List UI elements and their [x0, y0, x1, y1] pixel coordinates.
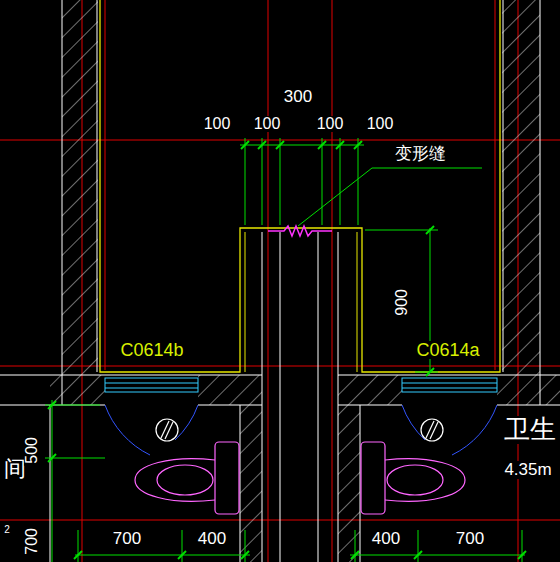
dimension-value: 700	[454, 530, 486, 548]
dimension-value: 100	[365, 116, 396, 133]
window-symbol	[105, 378, 497, 392]
floor-drain	[156, 419, 443, 441]
dimension-value: 100	[252, 116, 283, 133]
dimension-value: 500	[24, 435, 41, 466]
room-outline	[100, 0, 500, 372]
room-outline	[357, 232, 358, 372]
dimension-value: 100	[202, 116, 233, 133]
dimension-value: 700	[111, 530, 143, 548]
window-tag: C0614a	[414, 341, 481, 360]
room-outline	[245, 232, 246, 372]
callout-label: 变形缝	[393, 145, 448, 163]
dimension-value: 300	[282, 88, 314, 106]
dimension-value: 400	[196, 530, 228, 548]
dimension-ticks	[48, 141, 526, 559]
dimension-value: 400	[370, 530, 402, 548]
room-name: 卫生	[502, 416, 558, 443]
joint-symbol	[268, 226, 332, 236]
leader-line	[298, 168, 482, 226]
dimension-lines	[45, 138, 525, 562]
room-elevation: 4.35m	[502, 461, 553, 479]
dimension-value: 100	[315, 116, 346, 133]
dimension-value: 2	[2, 525, 12, 536]
wall-hatching	[50, 0, 560, 562]
dimension-value: 700	[24, 526, 41, 557]
window-tag: C0614b	[118, 341, 185, 360]
dimension-value: 900	[394, 287, 411, 318]
door-swing	[105, 405, 497, 455]
toilet-symbol	[135, 442, 465, 514]
